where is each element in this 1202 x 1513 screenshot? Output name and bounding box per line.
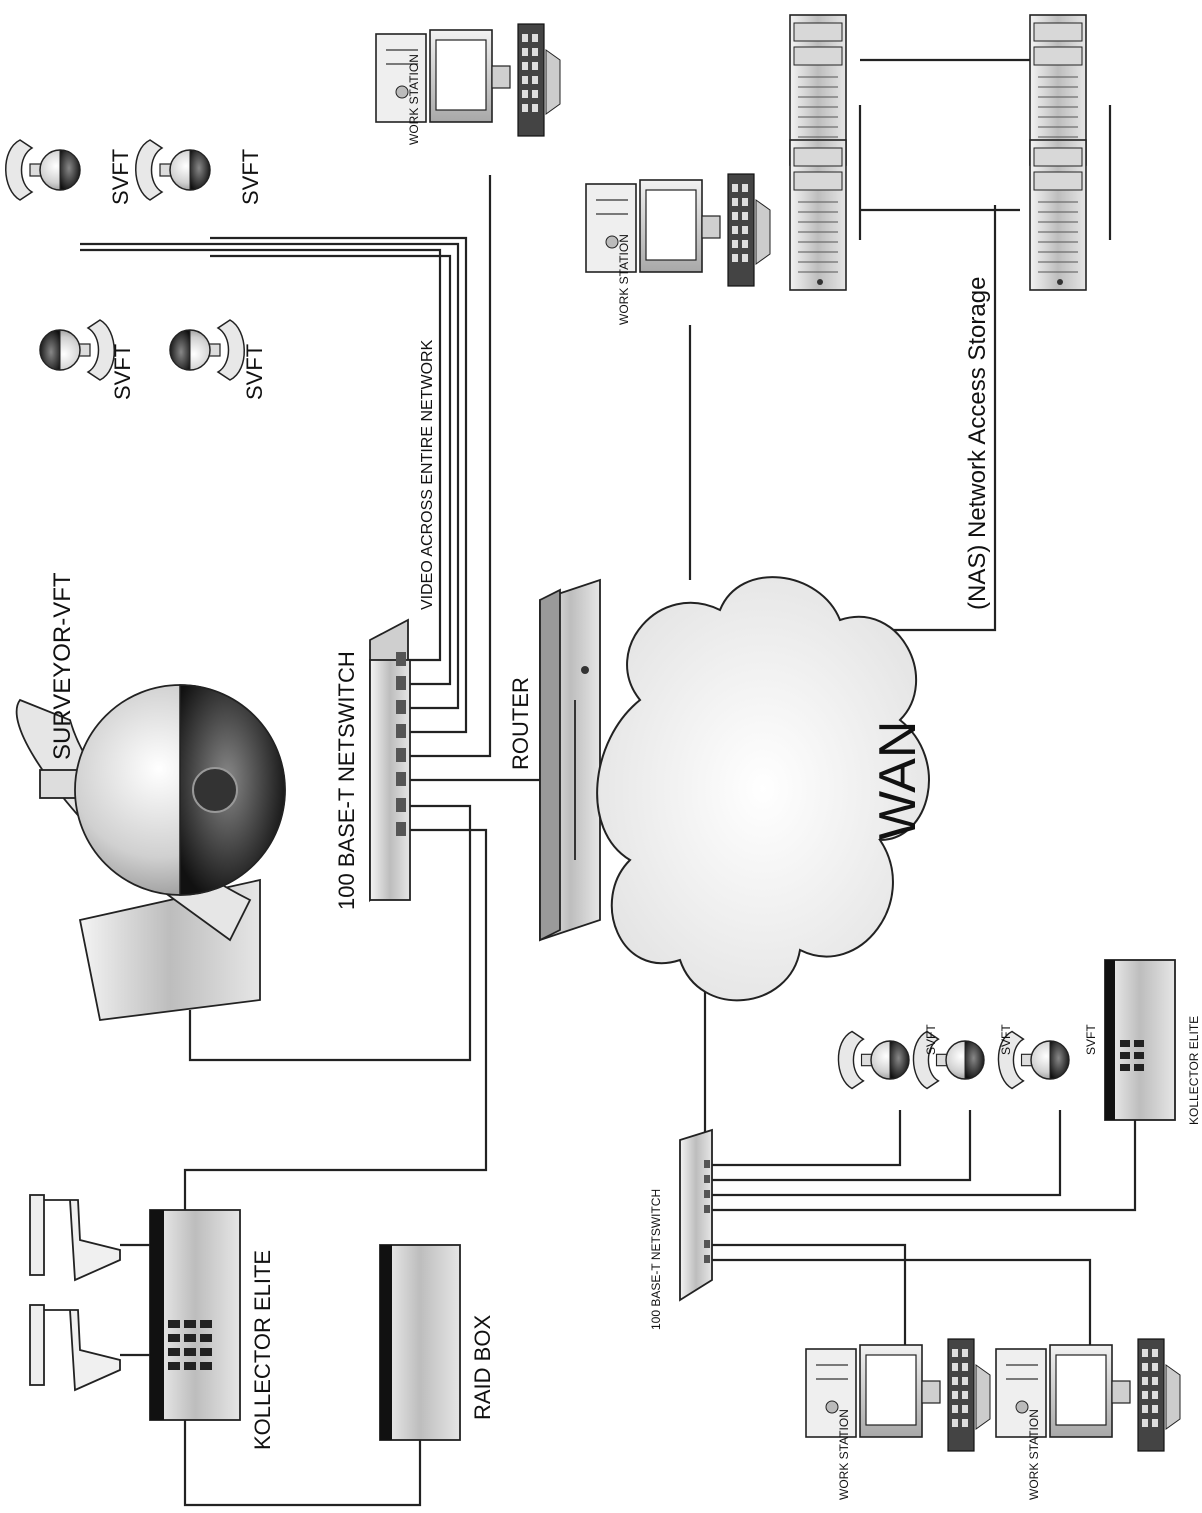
label-workstation-remote-1: WORK STATION — [837, 1409, 851, 1500]
label-wan: WAN — [869, 721, 927, 840]
monitor-1 — [29, 1194, 121, 1282]
raid-box — [379, 1244, 461, 1441]
workstation-right — [585, 173, 771, 287]
monitor-2 — [29, 1304, 121, 1392]
workstation-remote-2 — [995, 1338, 1181, 1452]
label-svft-remote-3: SVFT — [1084, 1024, 1098, 1055]
svft-camera-top-4 — [134, 139, 211, 201]
label-netswitch-main: 100 BASE-T NETSWITCH — [334, 651, 359, 910]
label-svft-top-2: SVFT — [242, 344, 267, 400]
label-surveyor-vft: SURVEYOR-VFT — [49, 572, 76, 760]
label-workstation-right: WORK STATION — [617, 234, 631, 325]
workstation-remote-1 — [805, 1338, 991, 1452]
nas-server-3 — [789, 139, 847, 291]
router — [539, 578, 601, 942]
kollector-elite-main — [149, 1209, 241, 1421]
label-kollector-elite-remote: KOLLECTOR ELITE — [1187, 1016, 1201, 1125]
surveyor-vft-camera — [15, 684, 286, 1021]
label-svft-top-1: SVFT — [110, 344, 135, 400]
kollector-elite-remote — [1104, 959, 1176, 1121]
label-svft-remote-1: SVFT — [924, 1024, 938, 1055]
svft-camera-top-1 — [39, 319, 116, 381]
label-video-across: VIDEO ACROSS ENTIRE NETWORK — [419, 339, 436, 610]
label-kollector-elite-main: KOLLECTOR ELITE — [250, 1250, 275, 1450]
main-netswitch — [369, 618, 411, 903]
remote-netswitch — [679, 1128, 713, 1302]
label-router: ROUTER — [508, 677, 533, 770]
label-raid-box: RAID BOX — [470, 1315, 495, 1420]
nas-server-4 — [1029, 139, 1087, 291]
label-nas: (NAS) Network Access Storage — [964, 277, 991, 610]
label-svft-top-4: SVFT — [238, 149, 263, 205]
label-svft-top-3: SVFT — [108, 149, 133, 205]
svft-camera-remote-1 — [837, 1030, 910, 1090]
workstation-top — [375, 23, 561, 137]
svft-camera-top-3 — [4, 139, 81, 201]
label-workstation-remote-2: WORK STATION — [1027, 1409, 1041, 1500]
svft-camera-top-2 — [169, 319, 246, 381]
wan-cloud — [596, 576, 930, 1002]
connection-wires — [80, 58, 1137, 1507]
label-svft-remote-2: SVFT — [999, 1024, 1013, 1055]
label-netswitch-remote: 100 BASE-T NETSWITCH — [649, 1189, 663, 1330]
label-workstation-top: WORK STATION — [407, 54, 421, 145]
